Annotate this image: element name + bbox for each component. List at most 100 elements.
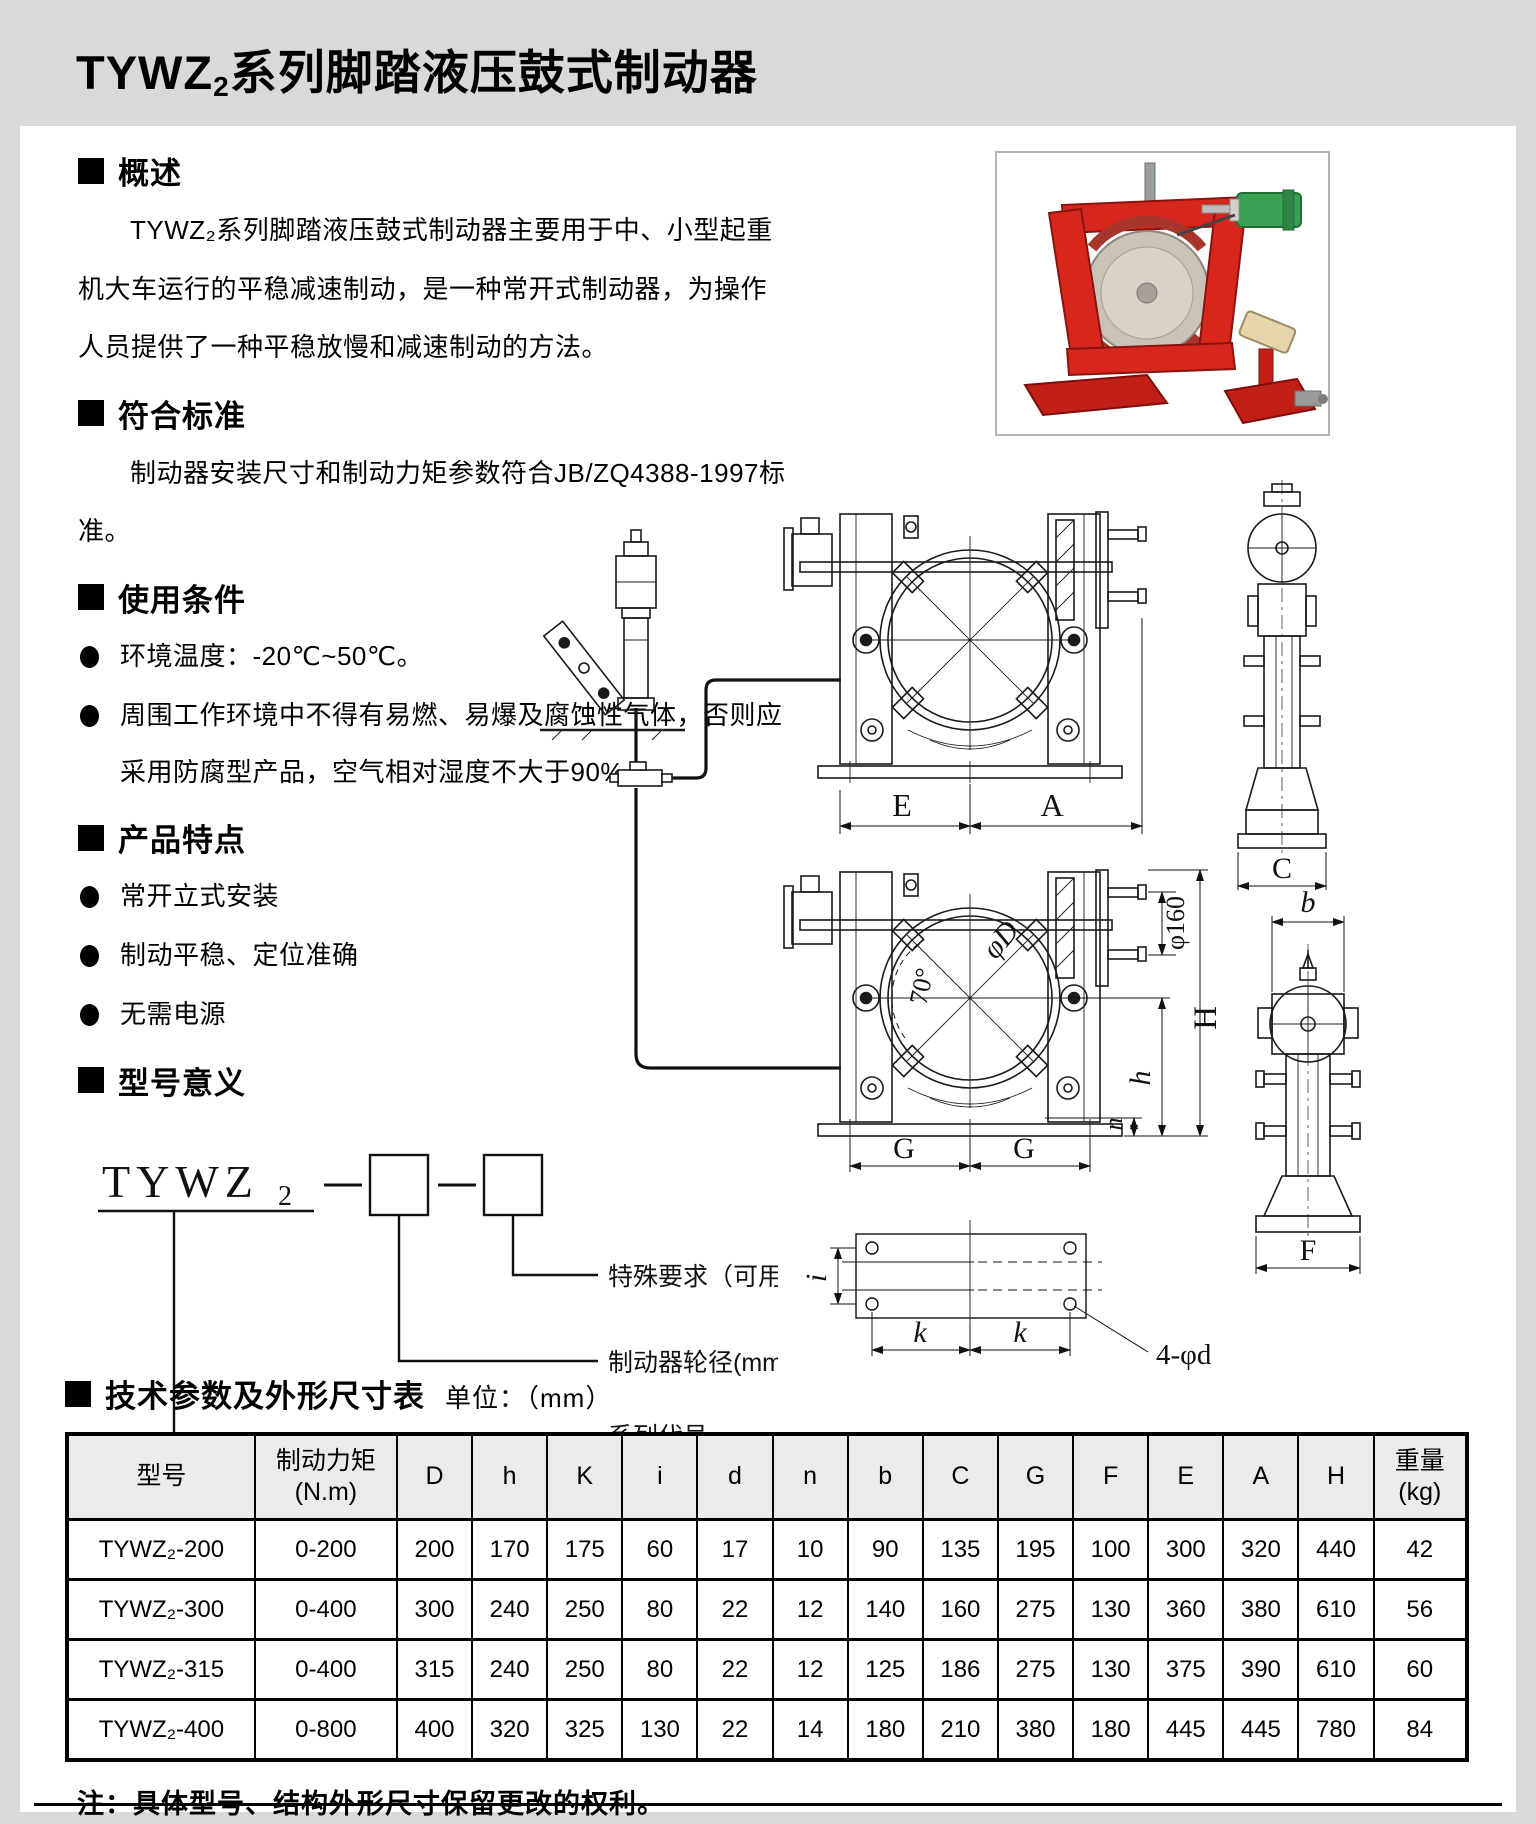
features-heading: 产品特点: [118, 823, 246, 859]
bullet-icon: [80, 886, 99, 909]
spec-cell: 90: [846, 1518, 924, 1581]
overview-heading: 概述: [118, 156, 182, 191]
conditions-heading: 使用条件: [118, 582, 246, 618]
spec-header-cell: 制动力矩 (N.m): [253, 1432, 398, 1521]
spec-cell: 130: [1072, 1638, 1150, 1701]
spec-header-cell: A: [1222, 1432, 1300, 1521]
spec-cell: 17: [696, 1518, 774, 1581]
model-label-diameter: 制动器轮径(mm): [608, 1349, 778, 1377]
spec-cell: 250: [546, 1578, 624, 1641]
spec-cell: 0-400: [253, 1578, 398, 1641]
dim-label-phi160: φ160: [1161, 896, 1190, 950]
spec-header-cell: b: [846, 1432, 924, 1521]
list-item: 环境温度：-20℃~50℃。: [78, 628, 790, 685]
bullet-icon: [80, 945, 99, 968]
spec-cell: 60: [621, 1518, 699, 1581]
section-heading-spec: 技术参数及外形尺寸表: [65, 1371, 425, 1416]
spec-cell: 135: [921, 1518, 999, 1581]
spec-cell: 0-400: [253, 1638, 398, 1701]
bullet-icon: [80, 645, 99, 668]
spec-cell: 325: [546, 1698, 624, 1761]
section-heading-conditions: 使用条件: [78, 575, 790, 620]
dim-label-h: h: [1124, 1071, 1157, 1086]
spec-cell: 445: [1147, 1698, 1225, 1761]
spec-cell: 375: [1147, 1638, 1225, 1701]
section-marker-icon: [78, 157, 104, 184]
spec-cell: 22: [696, 1698, 774, 1761]
spec-cell: 400: [395, 1698, 474, 1761]
spec-cell: 250: [546, 1638, 624, 1701]
conditions-list: 环境温度：-20℃~50℃。 周围工作环境中不得有易燃、易爆及腐蚀性气体，否则应…: [78, 628, 790, 802]
spec-cell: 610: [1297, 1638, 1375, 1701]
dim-label-H: H: [1188, 1006, 1224, 1030]
spec-cell: 275: [996, 1638, 1075, 1701]
spec-cell: 195: [996, 1518, 1075, 1581]
spec-cell: 780: [1297, 1698, 1375, 1761]
dim-label-angle: 70°: [904, 965, 940, 1007]
spec-cell: 160: [921, 1578, 999, 1641]
spec-cell-model: TYWZ₂-200: [66, 1518, 256, 1581]
spec-header-cell: E: [1147, 1432, 1225, 1521]
spec-header-cell: d: [696, 1432, 774, 1521]
spec-cell: 300: [1147, 1518, 1225, 1581]
feature-text: 常开立式安装: [120, 881, 280, 912]
dim-label-G2: G: [1013, 1132, 1035, 1165]
product-photo-illustration: [997, 153, 1328, 434]
spec-cell: 210: [921, 1698, 999, 1761]
spec-cell: 10: [771, 1518, 849, 1581]
spec-cell: 0-200: [253, 1518, 398, 1581]
spec-header-cell: K: [546, 1432, 624, 1521]
dim-label-k2: k: [1013, 1316, 1027, 1349]
dim-label-C: C: [1272, 852, 1292, 885]
spec-cell: 610: [1297, 1578, 1375, 1641]
spec-cell: 186: [921, 1638, 999, 1701]
dim-label-i: i: [800, 1274, 833, 1282]
spec-header-cell: G: [996, 1432, 1075, 1521]
dim-label-holes: 4-φd: [1156, 1339, 1212, 1371]
dim-label-phiD: φD: [976, 914, 1026, 965]
dim-label-A: A: [1040, 787, 1063, 823]
spec-cell: 14: [771, 1698, 849, 1761]
page-title: TYWZ2系列脚踏液压鼓式制动器: [76, 34, 758, 103]
spec-cell: 240: [471, 1638, 549, 1701]
spec-header-cell: 重量 (kg): [1372, 1432, 1469, 1521]
section-heading-standards: 符合标准: [78, 391, 790, 436]
standards-heading: 符合标准: [118, 398, 246, 434]
spec-cell: 320: [1222, 1518, 1300, 1581]
spec-cell: 380: [996, 1698, 1075, 1761]
standards-paragraph: 制动器安装尺寸和制动力矩参数符合JB/ZQ4388-1997标准。: [78, 457, 786, 547]
spec-cell-model: TYWZ₂-300: [66, 1578, 256, 1641]
section-heading-model: 型号意义: [78, 1058, 790, 1103]
list-item: 常开立式安装: [78, 868, 790, 925]
spec-cell: 240: [471, 1578, 549, 1641]
spec-cell: 130: [621, 1698, 699, 1761]
model-label-special: 特殊要求（可用文字说明）: [608, 1263, 778, 1291]
model-code-text: TYWZ: [102, 1156, 259, 1207]
section-heading-features: 产品特点: [78, 815, 790, 860]
page-title-subscript: 2: [213, 71, 230, 102]
model-heading: 型号意义: [118, 1065, 246, 1101]
spec-cell: 42: [1372, 1518, 1469, 1581]
spec-cell: 390: [1222, 1638, 1300, 1701]
dim-label-n: n: [1099, 1118, 1128, 1131]
spec-cell: 12: [771, 1578, 849, 1641]
spec-cell: 200: [395, 1518, 474, 1581]
section-marker-icon: [65, 1380, 91, 1407]
section-marker-icon: [78, 824, 104, 851]
spec-header-cell: H: [1297, 1432, 1375, 1521]
spec-cell: 180: [846, 1698, 924, 1761]
dim-label-k1: k: [913, 1316, 927, 1349]
section-marker-icon: [78, 400, 104, 426]
table-note: 注：具体型号、结构外形尺寸保留更改的权利。: [77, 1789, 665, 1819]
left-column: 概述 TYWZ₂系列脚踏液压鼓式制动器主要用于中、小型起重机大车运行的平稳减速制…: [78, 134, 908, 1452]
unit-label: 单位：（mm）: [445, 1382, 613, 1413]
overview-paragraph: TYWZ₂系列脚踏液压鼓式制动器主要用于中、小型起重机大车运行的平稳减速制动，是…: [78, 215, 773, 362]
footer-rule: [34, 1803, 1502, 1806]
